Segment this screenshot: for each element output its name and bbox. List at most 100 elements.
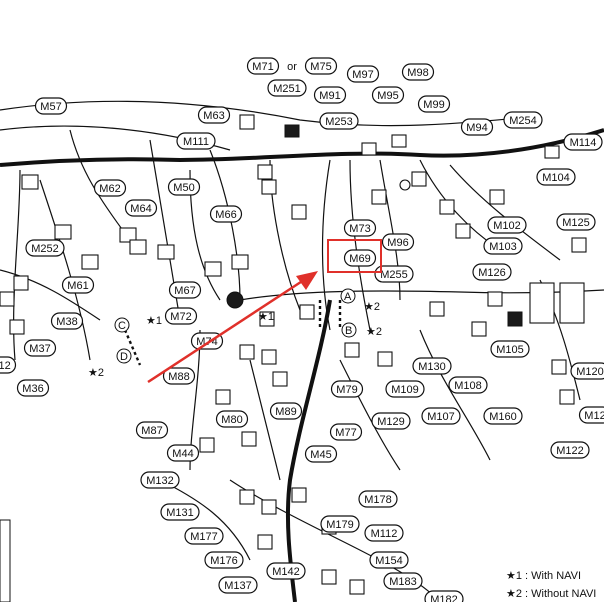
label-text: M176 [210, 555, 238, 567]
label-box [421, 407, 461, 425]
label-m36: M36 [16, 379, 50, 397]
label-box [267, 79, 307, 97]
label-m75: M75 [304, 57, 338, 75]
label-text: M111 [183, 136, 209, 148]
label-box [135, 421, 169, 439]
marker-b-circle [341, 322, 357, 338]
label-m97: M97 [346, 65, 380, 83]
label-text: M69 [349, 253, 370, 265]
label-text: M103 [489, 241, 517, 253]
label-text: M91 [319, 90, 340, 102]
marker-c: C [118, 320, 126, 332]
label-box [160, 503, 200, 521]
label-text: M122 [556, 445, 584, 457]
label-m50: M50 [167, 178, 201, 196]
label-box [319, 112, 359, 130]
label-box [358, 490, 398, 508]
label-text: M254 [509, 115, 537, 127]
label-m37: M37 [23, 339, 57, 357]
label-m80: M80 [215, 410, 249, 428]
label-m102: M102 [487, 216, 527, 234]
marker-a: A [344, 291, 352, 303]
label-box [381, 233, 415, 251]
label-m176: M176 [204, 551, 244, 569]
label-box [304, 445, 338, 463]
label-m62: M62 [93, 179, 127, 197]
label-box [329, 423, 363, 441]
label-box [417, 95, 451, 113]
label-box [503, 111, 543, 129]
label-m132: M132 [140, 471, 180, 489]
label-text: M80 [221, 414, 242, 426]
label-box [330, 380, 364, 398]
label-m111: M111 [176, 132, 216, 150]
label-box [0, 356, 17, 374]
label-box [343, 219, 377, 237]
label-text: M44 [172, 448, 193, 460]
label-text: M137 [224, 580, 252, 592]
legend-without-navi: ★2 : Without NAVI [506, 588, 596, 600]
label-m122: M122 [550, 441, 590, 459]
label-text: M75 [310, 61, 331, 73]
label-m178: M178 [358, 490, 398, 508]
label-m38: M38 [50, 312, 84, 330]
label-text: M114 [570, 137, 597, 149]
label-text: M50 [173, 182, 194, 194]
legend-with-navi: ★1 : With NAVI [506, 570, 581, 582]
label-text: M132 [146, 475, 174, 487]
label-m98: M98 [401, 63, 435, 81]
label-m96: M96 [381, 233, 415, 251]
label-text: M66 [215, 209, 236, 221]
marker-b: B [345, 325, 352, 337]
label-box [168, 281, 202, 299]
label-box [25, 239, 65, 257]
label-m120: M120 [570, 362, 604, 380]
label-text: M57 [40, 101, 61, 113]
label-text: M99 [423, 99, 444, 111]
label-m64: M64 [124, 199, 158, 217]
label-m177: M177 [184, 527, 224, 545]
label-text: M88 [168, 371, 189, 383]
label-text: M96 [387, 237, 408, 249]
label-m79: M79 [330, 380, 364, 398]
label-box [166, 444, 200, 462]
label-box [140, 471, 180, 489]
label-box [164, 307, 198, 325]
marker-a-circle [340, 288, 356, 304]
label-box [364, 524, 404, 542]
label-box [578, 406, 604, 424]
label-box [124, 199, 158, 217]
label-text: M63 [203, 110, 224, 122]
label-box [343, 249, 377, 267]
label-m91: M91 [313, 86, 347, 104]
label-text: M61 [67, 280, 88, 292]
label-text: M36 [22, 383, 43, 395]
label-m67: M67 [168, 281, 202, 299]
label-m61: M61 [61, 276, 95, 294]
label-box [550, 441, 590, 459]
frame-fragment [0, 519, 11, 602]
label-box [204, 551, 244, 569]
label-box [34, 97, 68, 115]
label-m154: M154 [369, 551, 409, 569]
label-box [448, 376, 488, 394]
marker-d: D [120, 351, 128, 363]
label-text: M94 [466, 122, 487, 134]
label-text: M182 [430, 594, 458, 602]
label-m12: M12 [578, 406, 604, 424]
label-text: M112 [371, 528, 398, 540]
label-m126: M126 [472, 263, 512, 281]
label-m142: M142 [266, 562, 306, 580]
star1-center: ★1 [258, 311, 274, 323]
label-text: M253 [325, 116, 353, 128]
label-text: M95 [377, 90, 398, 102]
marker-d-circle [116, 348, 132, 364]
label-text: M89 [275, 406, 296, 418]
star2-right-top: ★2 [364, 301, 380, 313]
label-box [61, 276, 95, 294]
label-m73: M73 [343, 219, 377, 237]
label-text: M38 [56, 316, 77, 328]
label-text: M37 [29, 343, 50, 355]
label-m108: M108 [448, 376, 488, 394]
